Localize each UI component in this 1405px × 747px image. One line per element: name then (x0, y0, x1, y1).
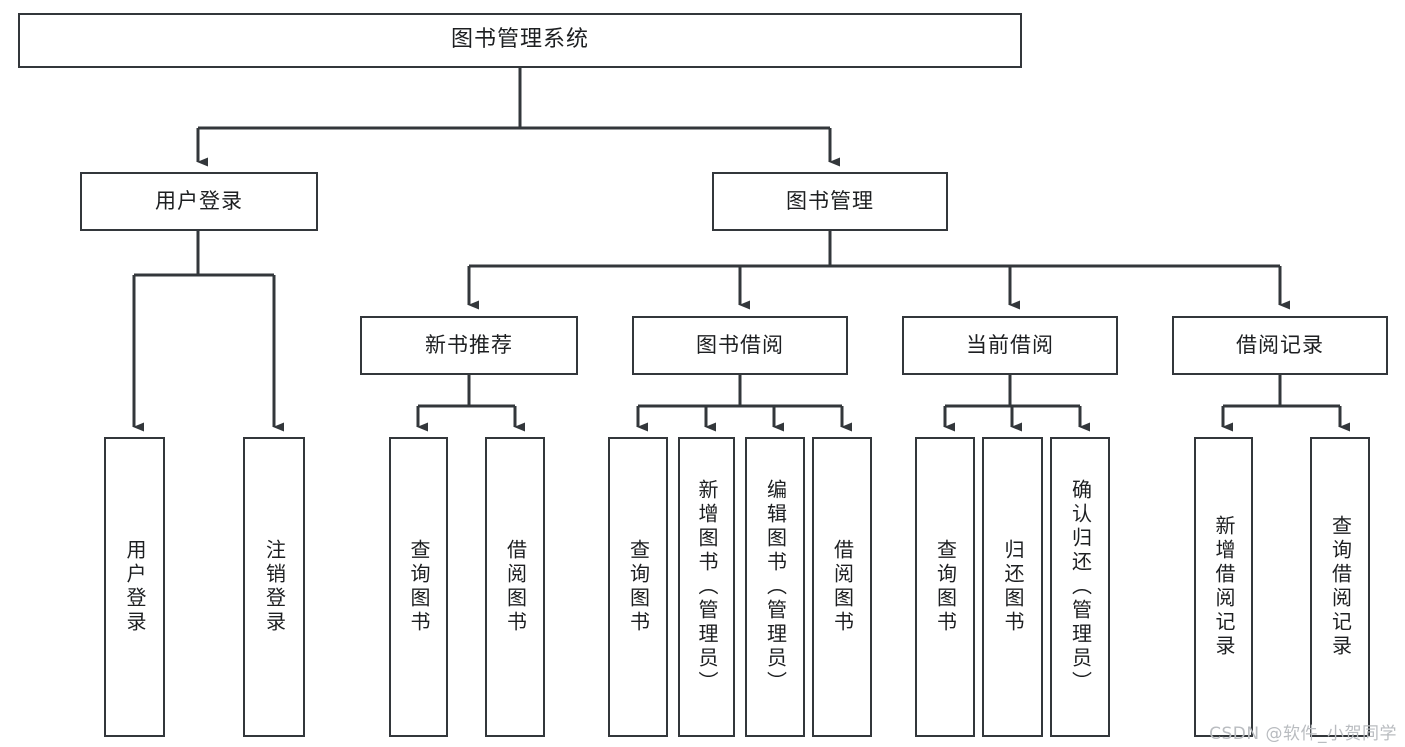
leaf-book-borrow-borrow-book[interactable]: 借阅图书 (812, 437, 872, 737)
node-user-login-label: 用户登录 (155, 188, 243, 213)
leaf-user-login-logout[interactable]: 注销登录 (243, 437, 305, 737)
node-borrow-record[interactable]: 借阅记录 (1172, 316, 1388, 375)
leaf-label: 注销登录 (262, 539, 287, 635)
leaf-label: 借阅图书 (830, 539, 855, 635)
leaf-label: 查询借阅记录 (1328, 515, 1353, 659)
node-current-borrow[interactable]: 当前借阅 (902, 316, 1118, 375)
leaf-label: 查询图书 (933, 539, 958, 635)
leaf-label: 确认归还（管理员） (1068, 479, 1093, 695)
leaf-label: 新增借阅记录 (1212, 515, 1236, 659)
node-borrow-record-label: 借阅记录 (1236, 332, 1324, 357)
leaf-label: 用户登录 (123, 539, 147, 635)
leaf-label: 新增图书（管理员） (695, 479, 719, 695)
leaf-user-login-login[interactable]: 用户登录 (104, 437, 165, 737)
leaf-new-book-query-book[interactable]: 查询图书 (389, 437, 448, 737)
leaf-book-borrow-edit-book-admin[interactable]: 编辑图书（管理员） (745, 437, 805, 737)
node-new-book-recommend-label: 新书推荐 (425, 332, 513, 357)
node-user-login[interactable]: 用户登录 (80, 172, 318, 231)
node-book-borrow-label: 图书借阅 (696, 332, 784, 357)
node-root-label: 图书管理系统 (450, 27, 589, 53)
node-book-borrow[interactable]: 图书借阅 (632, 316, 848, 375)
leaf-label: 编辑图书（管理员） (763, 479, 788, 695)
node-book-management[interactable]: 图书管理 (712, 172, 948, 231)
leaf-new-book-borrow-book[interactable]: 借阅图书 (485, 437, 545, 737)
leaf-label: 查询图书 (626, 539, 651, 635)
node-book-management-label: 图书管理 (786, 188, 874, 213)
leaf-current-borrow-confirm-return-admin[interactable]: 确认归还（管理员） (1050, 437, 1110, 737)
leaf-borrow-record-query-record[interactable]: 查询借阅记录 (1310, 437, 1370, 737)
leaf-label: 查询图书 (407, 539, 431, 635)
csdn-watermark: CSDN @软件_小贺同学 (1209, 724, 1397, 744)
node-current-borrow-label: 当前借阅 (966, 332, 1054, 357)
leaf-book-borrow-query-book[interactable]: 查询图书 (608, 437, 668, 737)
leaf-current-borrow-query-book[interactable]: 查询图书 (915, 437, 975, 737)
leaf-label: 归还图书 (1001, 539, 1025, 635)
node-new-book-recommend[interactable]: 新书推荐 (360, 316, 578, 375)
node-root-book-management-system[interactable]: 图书管理系统 (18, 13, 1022, 68)
leaf-borrow-record-add-record[interactable]: 新增借阅记录 (1194, 437, 1253, 737)
leaf-current-borrow-return-book[interactable]: 归还图书 (982, 437, 1043, 737)
leaf-book-borrow-add-book-admin[interactable]: 新增图书（管理员） (678, 437, 735, 737)
leaf-label: 借阅图书 (503, 539, 528, 635)
